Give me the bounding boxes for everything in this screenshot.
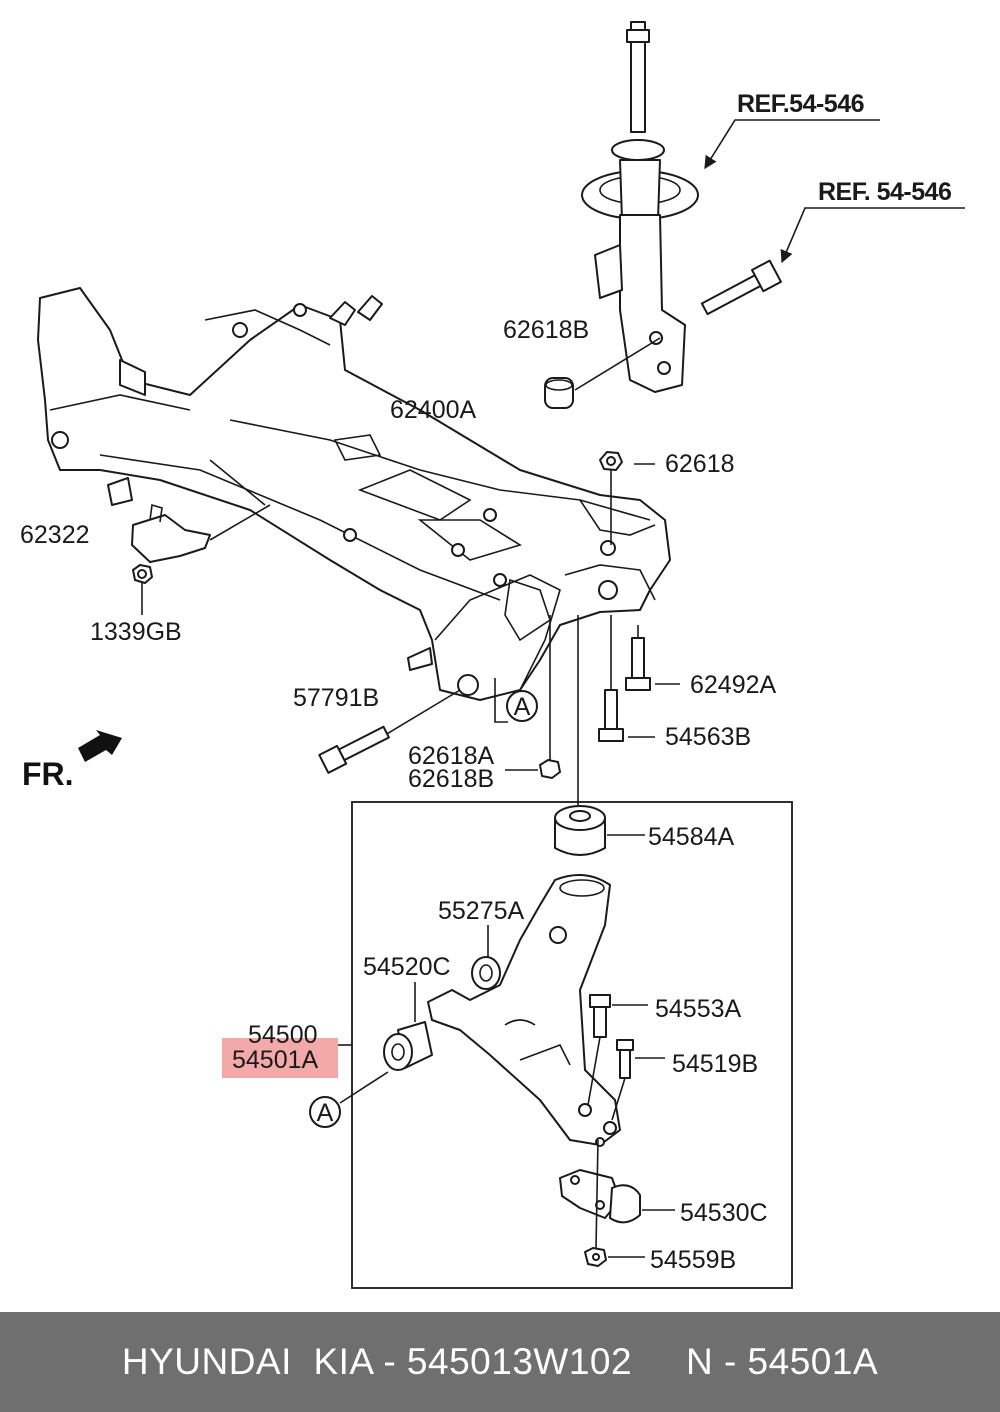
label-54519B: 54519B [672,1050,758,1078]
bolt-54553A [587,994,648,1106]
label-62492A: 62492A [690,671,777,699]
bushing-54520C [383,982,433,1071]
callout-letter-a-lower: A [317,1099,334,1127]
bolt-57791B [318,689,461,774]
label-54563B: 54563B [665,723,751,751]
label-54559B: 54559B [650,1246,736,1274]
footer-text: HYUNDAI KIA - 545013W102 N - 54501A [121,1341,879,1382]
bracket-62322 [131,503,271,615]
part-number-footer: HYUNDAI KIA - 545013W102 N - 54501A [0,1312,1000,1412]
callout-a-lower-arm: A [309,1071,389,1128]
label-54530C: 54530C [680,1199,768,1227]
lower-control-arm [427,874,621,1147]
front-subframe [37,287,671,701]
part-labels: 62618B 62400A 62618 62322 1339GB 57791B … [20,316,777,1274]
direction-label: FR. [22,756,74,792]
bolt-54519B [611,1039,665,1121]
washer-55275A [471,925,501,990]
label-54500: 54500 [248,1021,318,1049]
subframe-fasteners [505,451,680,779]
label-62618: 62618 [665,450,735,478]
label-62618B-top: 62618B [503,316,589,344]
ref-label-top: REF.54-546 [737,90,864,118]
label-57791B: 57791B [293,684,379,712]
parts-diagram: REF.54-546 REF. 54-546 [20,21,965,1289]
label-62322: 62322 [20,521,90,549]
label-54584A: 54584A [648,823,735,851]
callout-a-subframe: A [494,678,538,723]
ref-label-mid: REF. 54-546 [818,178,951,206]
label-55275A: 55275A [438,897,525,925]
label-54501A: 54501A [232,1046,319,1074]
label-54553A: 54553A [655,995,742,1023]
label-62618A: 62618A [408,742,495,770]
highlight-54501A [222,1038,338,1078]
strut-assembly [544,21,782,409]
bushing-54584A [554,615,645,856]
label-62618B-low: 62618B [408,765,494,793]
ball-joint-54530C [559,1139,675,1267]
ref-leaders [704,119,965,264]
label-62400A: 62400A [390,396,477,424]
label-54520C: 54520C [363,953,451,981]
front-direction-indicator: FR. [22,730,122,792]
label-1339GB: 1339GB [90,618,182,646]
callout-letter-a: A [514,693,531,721]
